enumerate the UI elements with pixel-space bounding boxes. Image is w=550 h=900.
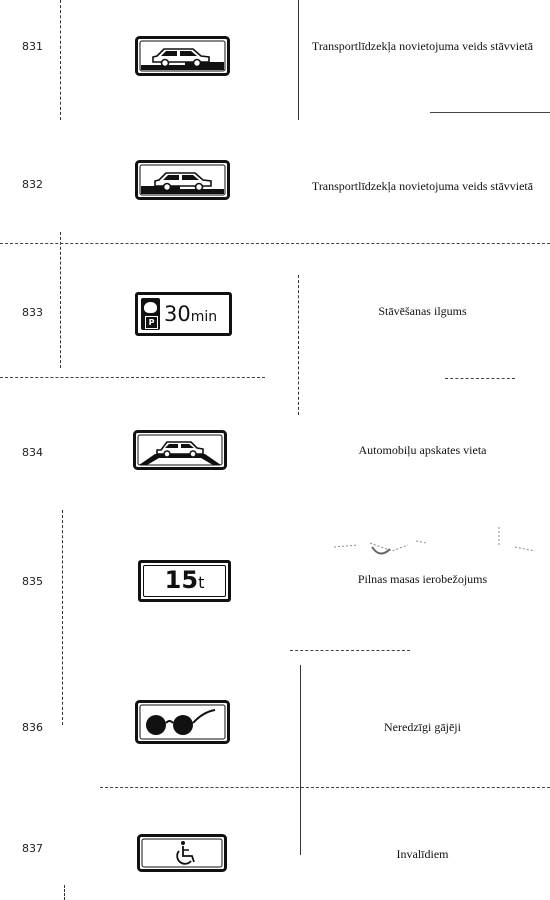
car-parked-on-raised-right-sign-icon xyxy=(135,36,230,76)
scan-artifact xyxy=(333,540,427,555)
sign-number: 835 xyxy=(22,575,43,588)
row-divider xyxy=(0,377,265,378)
sign-number: 832 xyxy=(22,178,43,191)
sign-weight-text: 15t xyxy=(141,566,228,594)
column-divider-left xyxy=(60,232,61,368)
car-parked-on-raised-left-sign-icon xyxy=(135,160,230,200)
sign-weight-unit: t xyxy=(198,573,205,592)
column-divider-left xyxy=(64,885,65,900)
column-divider-right xyxy=(300,665,301,855)
column-divider-right xyxy=(298,275,299,415)
sign-duration-text: 30min xyxy=(164,302,217,326)
wheelchair-sign-icon xyxy=(137,834,227,872)
scan-artifact xyxy=(498,527,536,552)
column-divider-left xyxy=(60,0,61,120)
sign-description: Pilnas masas ierobežojums xyxy=(357,572,488,586)
column-divider-right xyxy=(298,0,299,120)
sign-description: Invalīdiem xyxy=(396,847,449,861)
blind-pedestrians-sign-icon xyxy=(135,700,230,744)
weight-limit-sign-icon: 15t xyxy=(138,560,231,602)
sign-description: Transportlīdzekļa novietojuma veids stāv… xyxy=(311,39,534,53)
sign-number: 837 xyxy=(22,842,43,855)
sign-description: Stāvēšanas ilgums xyxy=(378,304,467,318)
row-divider xyxy=(0,243,550,244)
parking-disc-icon: P xyxy=(141,298,160,330)
sign-duration-value: 30 xyxy=(164,302,191,326)
sign-duration-unit: min xyxy=(190,309,218,325)
weight-limit-inner-border xyxy=(143,565,226,597)
sign-number: 833 xyxy=(22,306,43,319)
parking-disc-sign-icon: P 30min xyxy=(135,292,232,336)
sign-description: Transportlīdzekļa novietojuma veids stāv… xyxy=(311,179,534,193)
row-divider xyxy=(430,112,550,113)
car-inspection-ramp-sign-icon xyxy=(133,430,227,470)
sign-weight-value: 15 xyxy=(164,566,199,594)
sign-number: 831 xyxy=(22,40,43,53)
row-divider xyxy=(445,378,515,379)
sign-number: 836 xyxy=(22,721,43,734)
row-divider xyxy=(290,650,410,651)
column-divider-left xyxy=(62,510,63,725)
disc-badge-text: P xyxy=(145,316,158,329)
sign-description: Neredzīgi gājēji xyxy=(384,720,461,734)
disc-dial-icon xyxy=(144,302,157,313)
sign-description: Automobiļu apskates vieta xyxy=(358,443,487,457)
row-divider xyxy=(100,787,550,788)
sign-number: 834 xyxy=(22,446,43,459)
